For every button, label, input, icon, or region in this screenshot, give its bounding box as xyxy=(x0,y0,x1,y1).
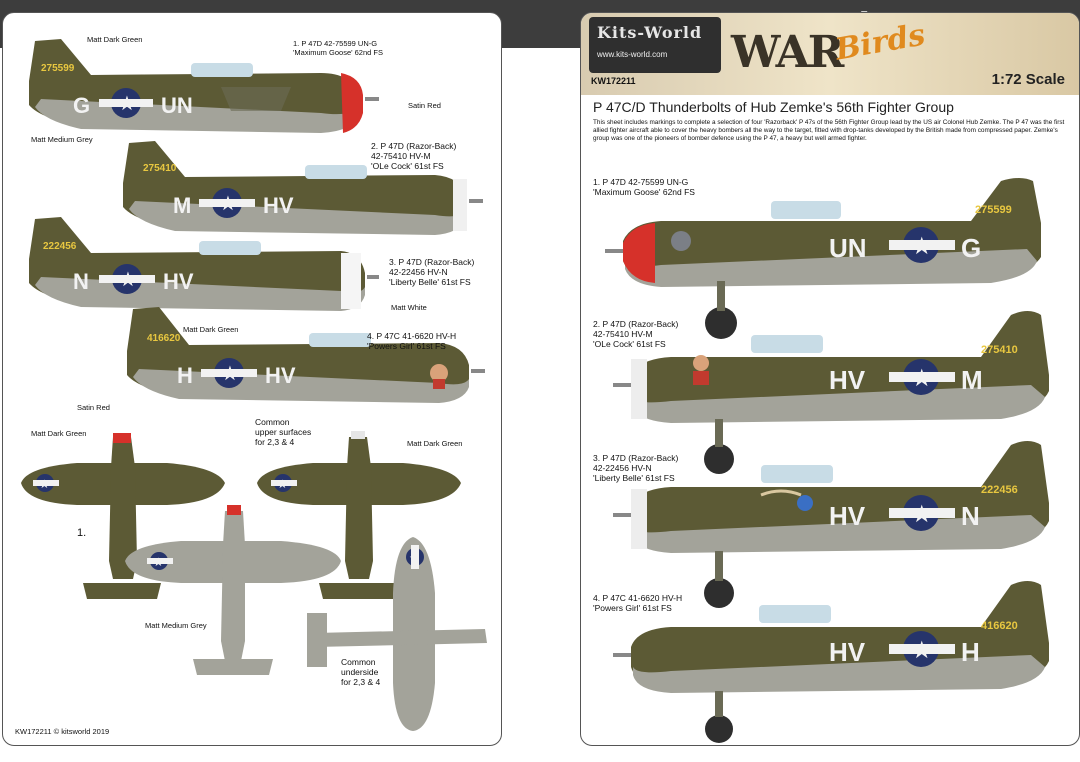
label-satin-red: Satin Red xyxy=(408,101,441,110)
svg-text:N: N xyxy=(961,501,980,531)
label-common-underside: Common underside for 2,3 & 4 xyxy=(341,657,381,687)
kits-world-logo[interactable]: Kits-World www.kits-world.com xyxy=(589,17,721,73)
svg-text:275599: 275599 xyxy=(975,204,1012,216)
caption-r1: 1. P 47D 42-75599 UN-G'Maximum Goose' 62… xyxy=(593,177,695,197)
label-matt-medium-grey: Matt Medium Grey xyxy=(31,135,93,144)
svg-text:★: ★ xyxy=(277,477,288,491)
warbirds-logo-birds: Birds xyxy=(832,17,928,68)
aircraft-1-right-profile: 275599 UN ★ G xyxy=(605,178,1041,339)
caption-l2: 2. P 47D (Razor-Back)42-75410 HV-M'OLe C… xyxy=(371,141,457,171)
left-profile-sheet: 275599 G ★ UN Matt Dark Green 1. P 47D 4… xyxy=(2,12,502,746)
caption-r4: 4. P 47C 41-6620 HV-H'Powers Girl' 61st … xyxy=(593,593,683,613)
aircraft-3-left-profile: 222456 N ★ HV xyxy=(29,217,379,311)
aircraft-2-left-profile: 275410 M ★ HV xyxy=(123,141,483,235)
label-matt-dark-green-1: Matt Dark Green xyxy=(87,35,143,44)
svg-text:416620: 416620 xyxy=(147,333,181,344)
label-matt-white: Matt White xyxy=(391,303,427,312)
aircraft-4-left-profile: 416620 H ★ HV xyxy=(127,307,485,403)
svg-text:G: G xyxy=(73,93,90,118)
svg-text:UN: UN xyxy=(161,93,193,118)
svg-text:222456: 222456 xyxy=(43,241,77,252)
common-underside-plan: ★ xyxy=(307,537,487,731)
svg-text:M: M xyxy=(173,193,191,218)
aircraft-1-underside-plan: ★ xyxy=(125,505,341,675)
svg-text:★: ★ xyxy=(119,269,137,291)
caption-l3: 3. P 47D (Razor-Back)42-22456 HV-N'Liber… xyxy=(389,257,475,287)
svg-text:★: ★ xyxy=(118,93,136,115)
sheet-title: P 47C/D Thunderbolts of Hub Zemke's 56th… xyxy=(593,99,954,115)
svg-text:H: H xyxy=(961,637,980,667)
aircraft-1-upper-plan: ★ xyxy=(21,433,225,599)
svg-text:★: ★ xyxy=(911,637,933,664)
label-satin-red-plan: Satin Red xyxy=(77,403,110,412)
svg-text:★: ★ xyxy=(409,551,420,565)
header-banner: Kits-World www.kits-world.com KW172211 W… xyxy=(581,13,1079,95)
svg-text:★: ★ xyxy=(911,501,933,528)
svg-text:222456: 222456 xyxy=(981,484,1018,496)
aircraft-4-right-profile: 416620 HV ★ H xyxy=(613,581,1049,743)
svg-text:G: G xyxy=(961,233,981,263)
label-number-one: 1. xyxy=(77,527,87,539)
svg-text:★: ★ xyxy=(221,363,239,385)
svg-text:N: N xyxy=(73,269,89,294)
caption-r3: 3. P 47D (Razor-Back)42-22456 HV-N'Liber… xyxy=(593,453,679,483)
label-matt-dark-green-plan-right: Matt Dark Green xyxy=(407,439,463,448)
svg-text:HV: HV xyxy=(829,637,866,667)
svg-text:★: ★ xyxy=(39,477,50,491)
svg-text:275410: 275410 xyxy=(143,163,177,174)
svg-text:275410: 275410 xyxy=(981,344,1018,356)
svg-text:★: ★ xyxy=(911,365,933,392)
svg-text:★: ★ xyxy=(911,233,933,260)
aircraft-3-right-profile: 222456 HV ★ N xyxy=(613,441,1049,608)
svg-text:HV: HV xyxy=(829,501,866,531)
label-common-upper: Common upper surfaces for 2,3 & 4 xyxy=(255,417,312,447)
label-matt-dark-green-4: Matt Dark Green xyxy=(183,325,239,334)
svg-text:★: ★ xyxy=(219,193,237,215)
left-footer: KW172211 © kitsworld 2019 xyxy=(15,727,110,736)
caption-r2: 2. P 47D (Razor-Back)42-75410 HV-M'OLe C… xyxy=(593,319,679,349)
caption-l1-line2: 'Maximum Goose' 62nd FS xyxy=(293,48,383,57)
svg-text:HV: HV xyxy=(829,365,866,395)
svg-text:416620: 416620 xyxy=(981,620,1018,632)
svg-text:H: H xyxy=(177,363,193,388)
caption-l1-line1: 1. P 47D 42-75599 UN-G xyxy=(293,39,378,48)
aircraft-2-right-profile: 275410 HV ★ M xyxy=(613,311,1049,474)
label-matt-dark-green-plan-left: Matt Dark Green xyxy=(31,429,87,438)
svg-text:275599: 275599 xyxy=(41,63,75,74)
svg-text:★: ★ xyxy=(153,555,164,569)
aircraft-1-left-profile: 275599 G ★ UN xyxy=(29,39,379,133)
sheet-description: This sheet includes markings to complete… xyxy=(593,119,1065,143)
svg-text:HV: HV xyxy=(263,193,294,218)
svg-text:UN: UN xyxy=(829,233,867,263)
caption-l4: 4. P 47C 41-6620 HV-H'Powers Girl' 61st … xyxy=(367,331,457,351)
common-upper-plan: ★ xyxy=(257,431,461,599)
svg-text:HV: HV xyxy=(163,269,194,294)
warbirds-logo-war: WAR xyxy=(731,27,844,78)
right-profile-sheet: Kits-World www.kits-world.com KW172211 W… xyxy=(580,12,1080,746)
svg-text:HV: HV xyxy=(265,363,296,388)
label-matt-medium-grey-under: Matt Medium Grey xyxy=(145,621,207,630)
svg-text:M: M xyxy=(961,365,983,395)
sheet-code: KW172211 xyxy=(591,76,636,86)
scale-label: 1:72 Scale xyxy=(991,71,1065,88)
